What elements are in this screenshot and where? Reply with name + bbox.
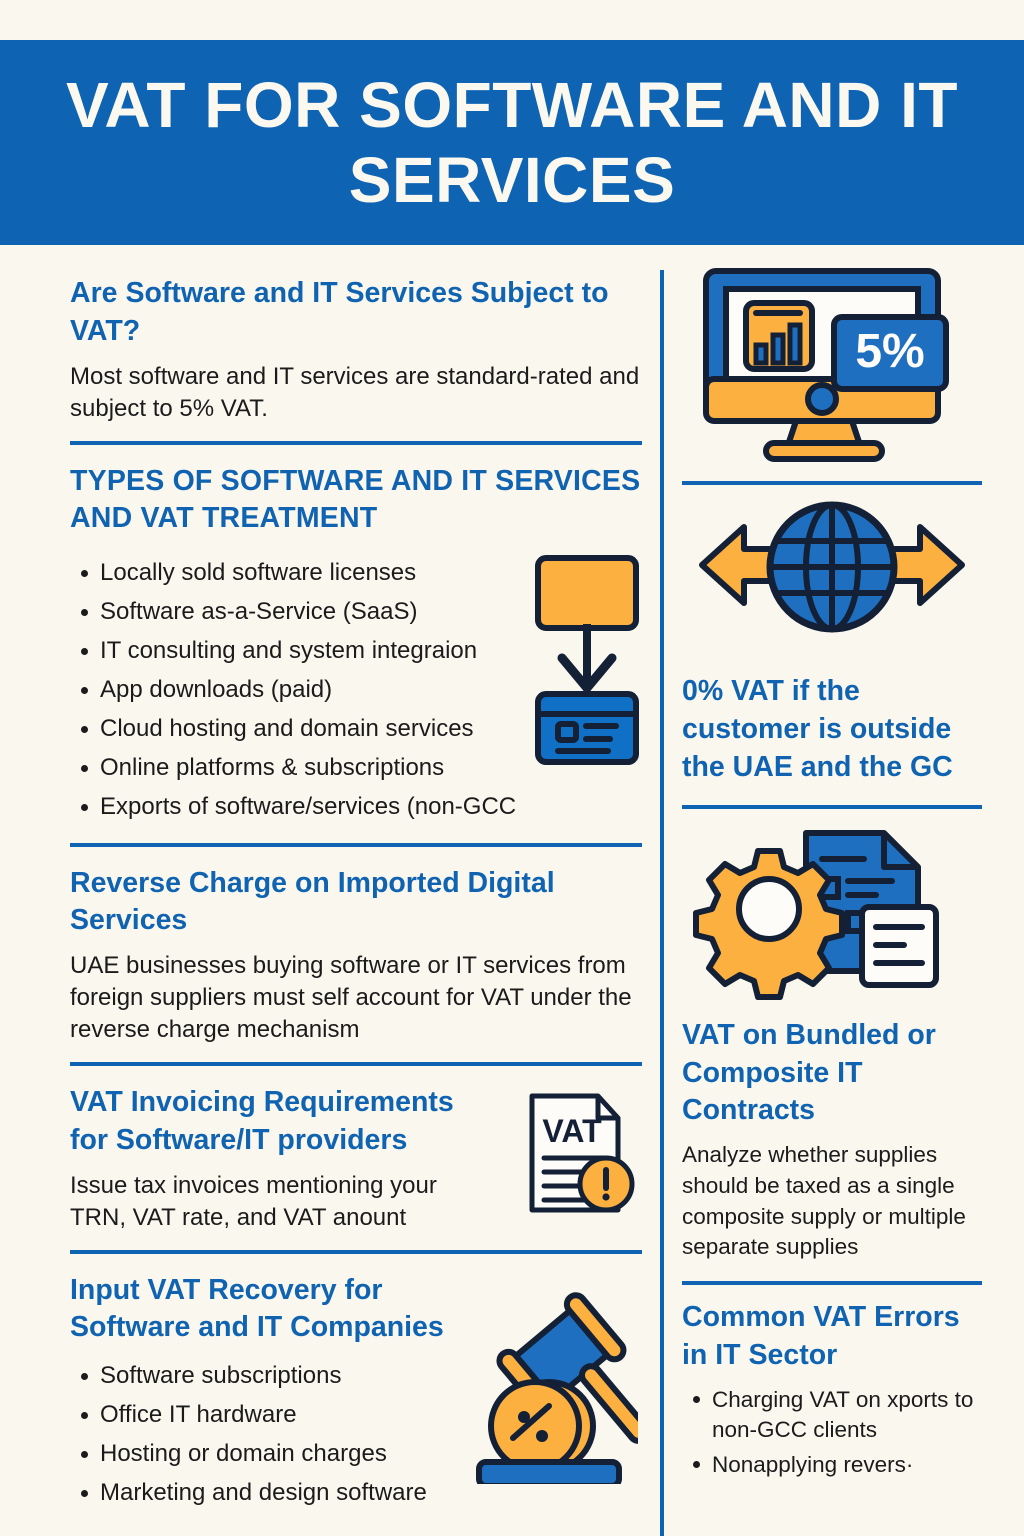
section-heading: VAT Invoicing Requirements for Software/… — [70, 1086, 454, 1156]
recovery-bullet-list: Software subscriptions Office IT hardwar… — [70, 1357, 455, 1513]
header-banner: VAT FOR SOFTWARE AND IT SERVICES — [0, 40, 1024, 245]
list-item: Marketing and design software — [81, 1474, 455, 1513]
vat-invoice-alert-icon: VAT — [502, 1088, 642, 1228]
list-item: Exports of software/services (non-GCC — [81, 788, 524, 827]
section-zero-rate-export: 0% VAT if the customer is outside the UA… — [682, 499, 982, 787]
section-invoicing-requirements: VAT Invoicing Requirements for Software/… — [70, 1084, 642, 1234]
globe-arrows-icon — [682, 499, 982, 657]
section-subject-to-vat: Are Software and IT Services Subject to … — [70, 275, 642, 425]
list-item: Online platforms & subscriptions — [81, 749, 524, 788]
list-item: Cloud hosting and domain services — [81, 710, 524, 749]
section-paragraph: UAE businesses buying software or IT ser… — [70, 952, 632, 1044]
column-divider — [660, 270, 664, 1536]
list-item: Nonapplying revers· — [693, 1450, 982, 1481]
section-paragraph: Most software and IT services are standa… — [70, 362, 640, 422]
section-divider — [70, 1249, 642, 1254]
list-item: Office IT hardware — [81, 1396, 455, 1435]
vat-rate-badge-value: 5% — [855, 325, 924, 378]
section-reverse-charge: Reverse Charge on Imported Digital Servi… — [70, 865, 642, 1047]
section-heading: Are Software and IT Services Subject to … — [70, 277, 609, 347]
section-divider — [682, 1280, 982, 1285]
page-title: VAT FOR SOFTWARE AND IT SERVICES — [65, 69, 959, 216]
list-item: IT consulting and system integraion — [81, 632, 524, 671]
list-item: Charging VAT on xports to non-GCC client… — [693, 1385, 982, 1447]
section-common-errors: Common VAT Errors in IT Sector Charging … — [682, 1299, 982, 1481]
svg-text:VAT: VAT — [542, 1113, 602, 1149]
section-heading: Input VAT Recovery for Software and IT C… — [70, 1273, 444, 1344]
list-item: Software subscriptions — [81, 1357, 455, 1396]
section-input-vat-recovery: Input VAT Recovery for Software and IT C… — [70, 1272, 651, 1513]
section-divider — [70, 842, 642, 847]
section-divider — [70, 1062, 642, 1066]
section-heading: TYPES OF SOFTWARE AND IT SERVICES AND VA… — [70, 464, 641, 535]
section-heading: VAT on Bundled or Composite IT Contracts — [682, 1018, 936, 1127]
section-divider — [682, 481, 982, 485]
common-errors-bullet-list: Charging VAT on xports to non-GCC client… — [682, 1385, 982, 1481]
section-heading: Reverse Charge on Imported Digital Servi… — [70, 866, 555, 937]
list-item: Locally sold software licenses — [81, 554, 524, 593]
section-standard-rate-badge: 5% — [682, 265, 982, 463]
section-heading: Common VAT Errors in IT Sector — [682, 1300, 960, 1371]
gavel-percent-coin-icon — [463, 1284, 651, 1489]
box-to-card-transfer-icon — [532, 554, 642, 771]
section-bundled-contracts: VAT on Bundled or Composite IT Contracts… — [682, 823, 982, 1263]
section-types-and-treatment: TYPES OF SOFTWARE AND IT SERVICES AND VA… — [70, 463, 642, 827]
list-item: Hosting or domain charges — [81, 1435, 455, 1474]
list-item: App downloads (paid) — [81, 671, 524, 710]
content-area: Are Software and IT Services Subject to … — [0, 245, 1024, 1536]
monitor-chart-icon: 5% — [682, 265, 982, 463]
list-item: Software as-a-Service (SaaS) — [81, 593, 524, 632]
types-bullet-list: Locally sold software licenses Software … — [70, 554, 524, 826]
section-heading: 0% VAT if the customer is outside the UA… — [682, 675, 953, 783]
section-divider — [70, 440, 642, 445]
section-paragraph: Issue tax invoices mentioning your TRN, … — [70, 1171, 437, 1231]
right-column: 5% — [682, 265, 982, 1485]
left-column: Are Software and IT Services Subject to … — [70, 275, 651, 1513]
gear-document-icon — [682, 823, 982, 1003]
section-divider — [682, 804, 982, 809]
section-paragraph: Analyze whether supplies should be taxed… — [682, 1142, 966, 1260]
